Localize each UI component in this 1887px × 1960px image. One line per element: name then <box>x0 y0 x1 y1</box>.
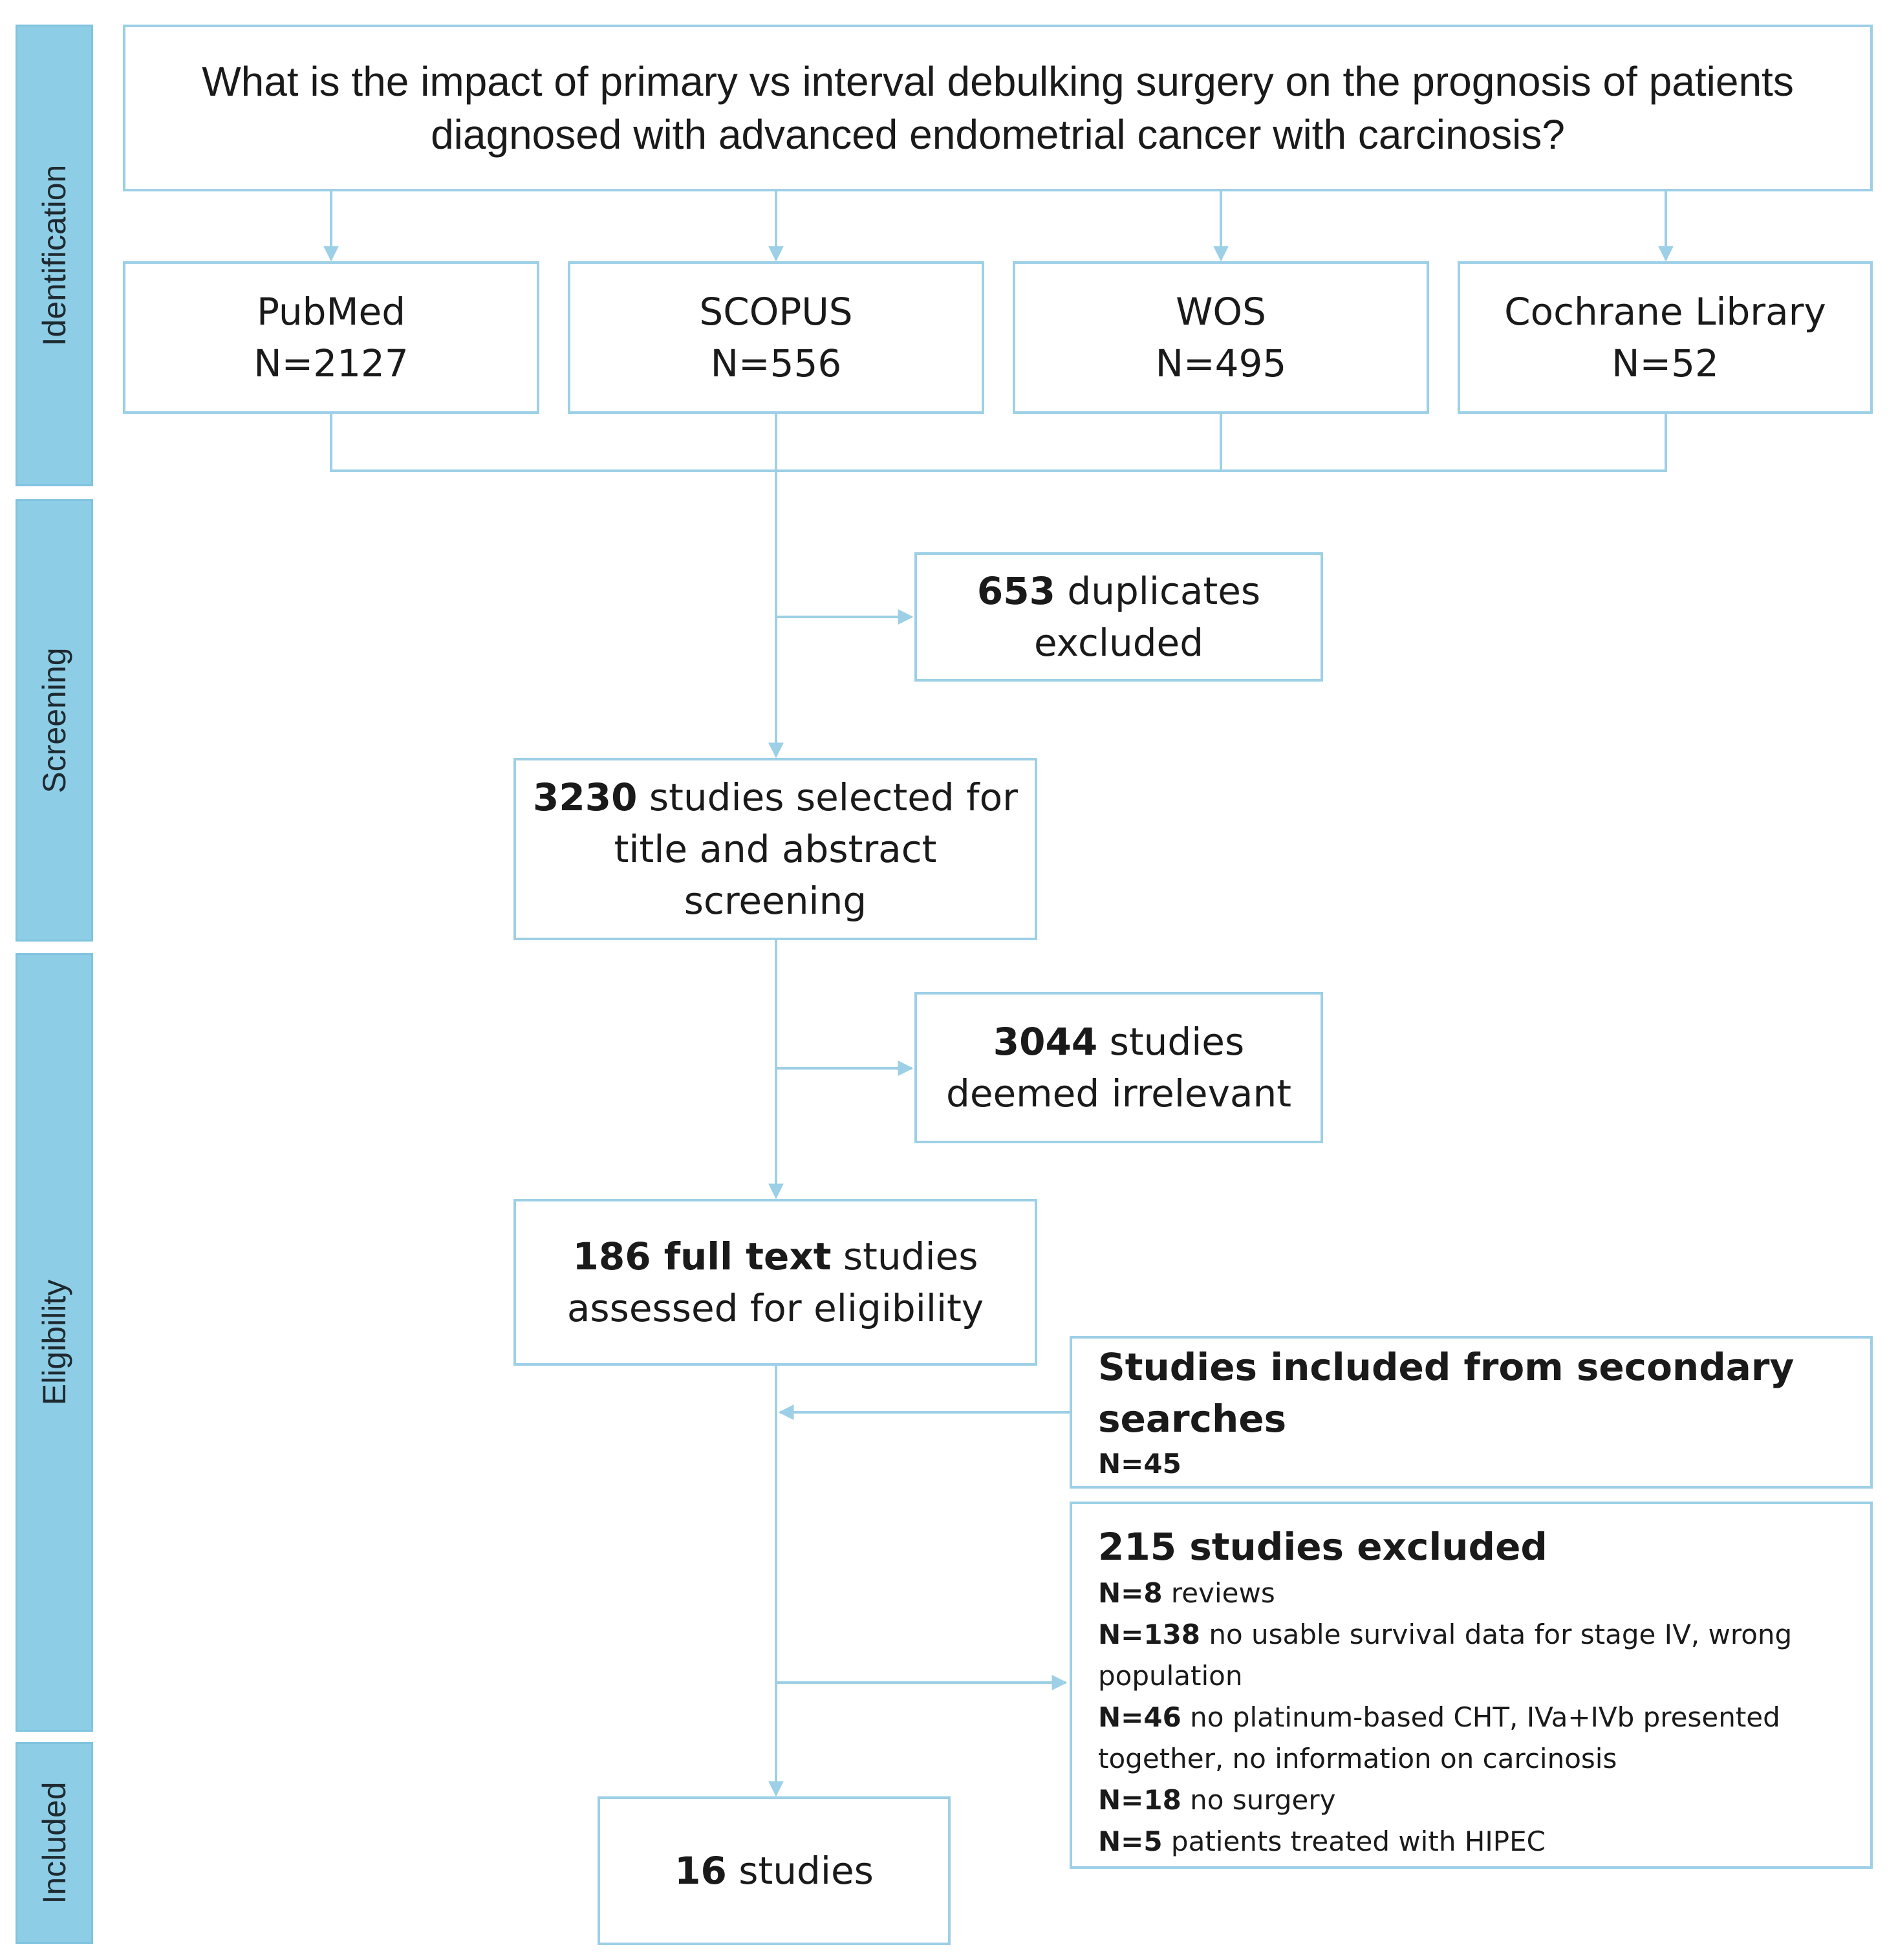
database-scopus: SCOPUS N=556 <box>568 261 984 414</box>
irrelevant-text-2: deemed irrelevant <box>946 1072 1291 1115</box>
fulltext-count: 186 full text <box>572 1234 832 1278</box>
stage-identification: Identification <box>16 25 93 486</box>
research-question-box: What is the impact of primary vs interva… <box>123 25 1873 191</box>
screened-text-3: screening <box>684 879 867 923</box>
screened-box: 3230 studies selected for title and abst… <box>513 758 1037 940</box>
duplicates-count: 653 <box>976 569 1055 613</box>
database-name: PubMed <box>256 290 406 334</box>
merge-line <box>330 414 1667 472</box>
database-name: WOS <box>1176 290 1266 334</box>
fulltext-text-2: assessed for eligibility <box>566 1286 984 1330</box>
irrelevant-text: studies <box>1097 1020 1245 1064</box>
stage-eligibility-label: Eligibility <box>36 1279 72 1406</box>
database-pubmed: PubMed N=2127 <box>123 261 539 414</box>
stage-included: Included <box>16 1742 93 1944</box>
exclusion-reason-cont: together, no information on carcinosis <box>1098 1743 1617 1774</box>
screened-text-2: title and abstract <box>614 827 937 871</box>
database-count: N=556 <box>710 341 842 385</box>
database-count: N=2127 <box>253 341 409 385</box>
irrelevant-count: 3044 <box>993 1020 1098 1064</box>
screened-count: 3230 <box>533 775 638 819</box>
excluded-box: 215 studies excluded N=8 reviews N=138 n… <box>1070 1502 1873 1869</box>
stage-included-label: Included <box>36 1782 72 1904</box>
excluded-title: 215 studies excluded <box>1098 1525 1547 1569</box>
included-count: 16 <box>674 1849 727 1893</box>
secondary-searches-box: Studies included from secondary searches… <box>1070 1336 1873 1489</box>
included-text: studies <box>726 1849 874 1893</box>
fulltext-box: 186 full text studies assessed for eligi… <box>513 1199 1037 1366</box>
stage-screening-label: Screening <box>36 647 72 793</box>
screened-text: studies selected for <box>637 775 1018 819</box>
exclusion-reason: N=18 no surgery <box>1098 1784 1336 1816</box>
stage-screening: Screening <box>16 499 93 942</box>
secondary-searches-title: Studies included from secondary searches <box>1098 1345 1795 1441</box>
exclusion-reason: N=8 reviews <box>1098 1577 1275 1609</box>
duplicates-text-2: excluded <box>1033 621 1204 665</box>
research-question: What is the impact of primary vs interva… <box>202 58 1794 158</box>
database-cochrane: Cochrane Library N=52 <box>1458 261 1873 414</box>
included-box: 16 studies <box>598 1796 951 1945</box>
secondary-searches-count: N=45 <box>1098 1448 1181 1480</box>
database-name: Cochrane Library <box>1504 290 1826 334</box>
exclusion-reason-cont: population <box>1098 1660 1243 1692</box>
exclusion-reason: N=5 patients treated with HIPEC <box>1098 1825 1546 1857</box>
database-count: N=52 <box>1612 341 1719 385</box>
stage-eligibility: Eligibility <box>16 953 93 1732</box>
database-name: SCOPUS <box>699 290 853 334</box>
irrelevant-box: 3044 studies deemed irrelevant <box>914 992 1323 1143</box>
database-count: N=495 <box>1155 341 1287 385</box>
database-wos: WOS N=495 <box>1013 261 1429 414</box>
fulltext-text: studies <box>831 1234 978 1278</box>
exclusion-reason: N=46 no platinum-based CHT, IVa+IVb pres… <box>1098 1701 1780 1733</box>
exclusion-reason: N=138 no usable survival data for stage … <box>1098 1619 1793 1650</box>
duplicates-box: 653 duplicates excluded <box>914 552 1323 682</box>
stage-identification-label: Identification <box>36 164 72 347</box>
duplicates-text: duplicates <box>1055 569 1261 613</box>
